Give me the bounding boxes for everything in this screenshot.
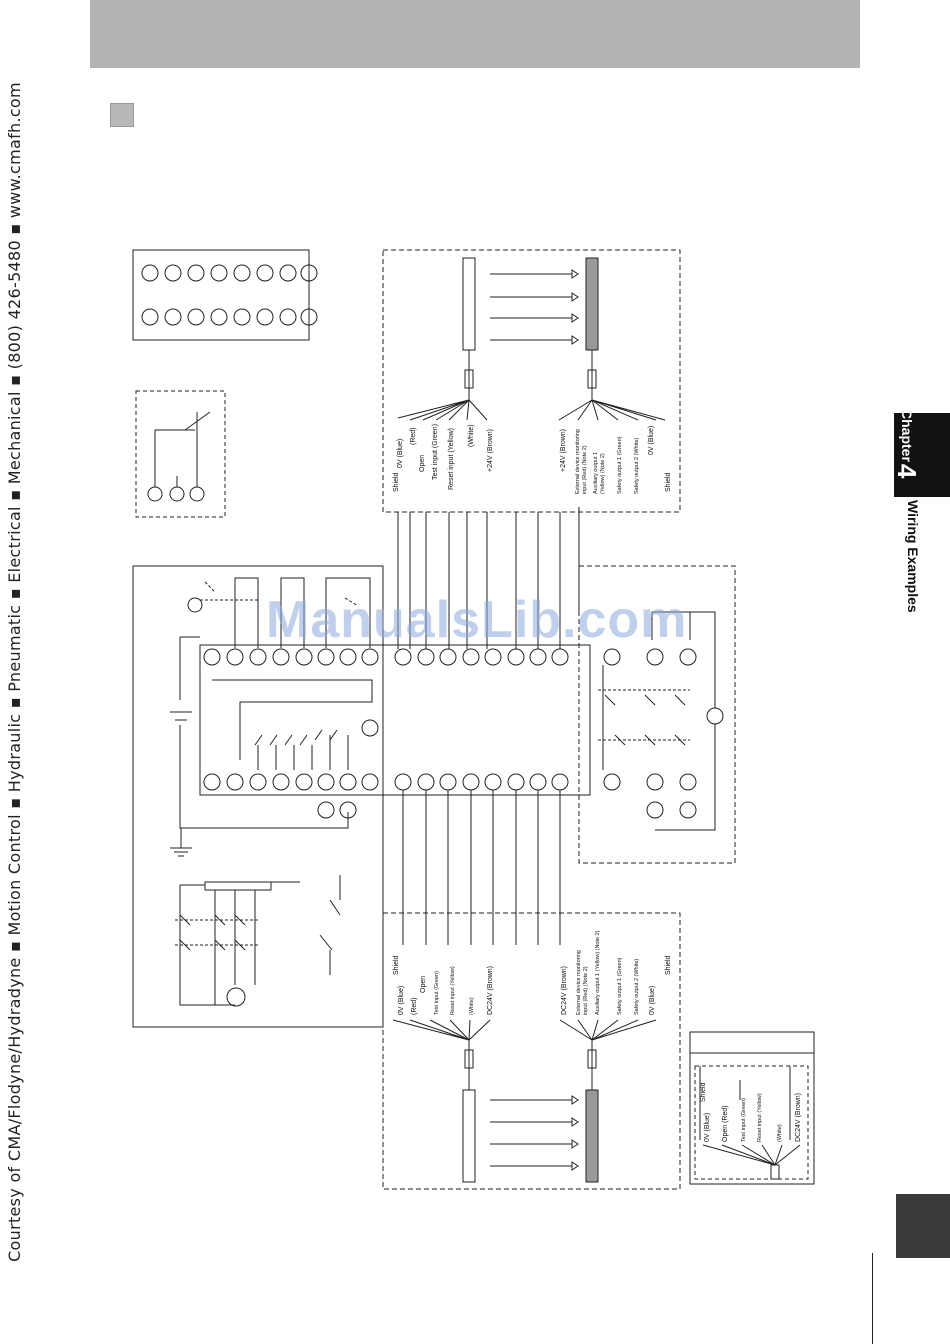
emitter-bottom-label: Test input (Green) [434, 971, 440, 1015]
receiver-top-label: +24V (Brown) [560, 429, 567, 472]
receiver-bottom [585, 1089, 599, 1183]
receiver-top [585, 257, 599, 351]
estop-icon [187, 597, 203, 613]
watermark: ManualsLib.com [266, 591, 688, 649]
emitter-bottom-label: Open [420, 976, 427, 993]
receiver-top-label: (Yellow) (Note 2) [600, 453, 606, 494]
page-rule [872, 1253, 873, 1344]
emitter-bottom [462, 1089, 476, 1183]
inset-label: Shield [700, 1082, 707, 1102]
receiver-top-label: Auxiliary output 1 [593, 452, 599, 494]
controller-box [132, 565, 384, 1028]
emitter-bottom-label: Reset input (Yellow) [450, 966, 456, 1015]
beams-top [490, 269, 579, 345]
controller-terminals-upper [203, 648, 569, 666]
inset-label: Open (Red) [722, 1105, 729, 1142]
receiver-bottom-labels: DC24V (Brown) External device monitoring… [561, 930, 672, 1015]
emitter-bottom-label: DC24V (Brown) [487, 966, 494, 1015]
receiver-top-label: Shield [665, 472, 672, 492]
emitter-top-label: +24V (Brown) [487, 429, 494, 472]
sensor-box-top [382, 249, 681, 513]
receiver-bottom-label: 0V (Blue) [649, 986, 656, 1015]
receiver-top-label: 0V (Blue) [648, 426, 655, 455]
inset-label: Test input (Green) [741, 1098, 747, 1142]
emitter-top-label: (Red) [410, 427, 417, 445]
receiver-bottom-label: Safety output 1 (Green) [617, 957, 623, 1015]
emitter-top-label: Shield [393, 472, 400, 492]
receiver-top-label: External device monitoring [575, 429, 581, 494]
receiver-top-label: Safety output 2 (White) [634, 438, 640, 494]
receiver-top-label: input (Red) (Note 2) [582, 445, 588, 494]
receiver-bottom-label: Auxiliary output 1 (Yellow) (Note 2) [595, 930, 601, 1015]
indicator-lamp [361, 719, 379, 737]
emitter-top-labels: Shield 0V (Blue) (Red) Open Test input (… [393, 424, 494, 492]
emitter-top [462, 257, 476, 351]
header-bar [90, 0, 860, 68]
chapter-tab [894, 413, 950, 497]
transistor-outputs [254, 729, 349, 770]
emitter-top-label: Test input (Green) [432, 424, 439, 480]
motor-icon [226, 987, 246, 1007]
emitter-top-label: 0V (Blue) [397, 439, 404, 468]
receiver-bottom-label: External device monitoring [576, 950, 582, 1015]
receiver-bottom-label: Shield [665, 955, 672, 975]
relay-terminals-top [141, 264, 318, 326]
inset-label: (White) [777, 1124, 783, 1142]
inset-label: DC24V (Brown) [795, 1093, 802, 1142]
section-marker [110, 103, 134, 127]
receiver-bottom-label: input (Red) (Note 2) [583, 966, 589, 1015]
relay-socket-top [132, 249, 310, 341]
page-tab [896, 1194, 950, 1258]
emitter-top-label: Reset input (Yellow) [448, 428, 455, 490]
receiver-bottom-label: DC24V (Brown) [561, 966, 568, 1015]
emitter-top-label: Open [419, 455, 426, 472]
reset-switch-box [135, 390, 226, 518]
emitter-bottom-labels: Shield 0V (Blue) (Red) Open Test input (… [393, 955, 494, 1015]
receiver-top-label: Safety output 1 (Green) [617, 436, 623, 494]
overload-relay [204, 881, 272, 891]
receiver-top-labels: +24V (Brown) External device monitoring … [560, 426, 672, 494]
emitter-top-label: (White) [468, 424, 475, 447]
inset-wiring-box [689, 1031, 815, 1185]
emitter-bottom-label: 0V (Blue) [398, 986, 405, 1015]
emitter-bottom-label: (Red) [411, 997, 418, 1015]
receiver-bottom-label: Safety output 2 (White) [634, 959, 640, 1015]
relay-box-right [578, 565, 736, 864]
sensor-box-bottom [382, 912, 681, 1190]
controller-terminals-lower [203, 773, 569, 791]
inset-labels: 0V (Blue) Shield Open (Red) Test input (… [700, 1082, 802, 1142]
emitter-bottom-label: Shield [393, 955, 400, 975]
inset-label: 0V (Blue) [704, 1113, 711, 1142]
inset-label: Reset input (Yellow) [757, 1093, 763, 1142]
beams-bottom [490, 1095, 579, 1171]
emitter-bottom-label: (White) [469, 997, 475, 1015]
